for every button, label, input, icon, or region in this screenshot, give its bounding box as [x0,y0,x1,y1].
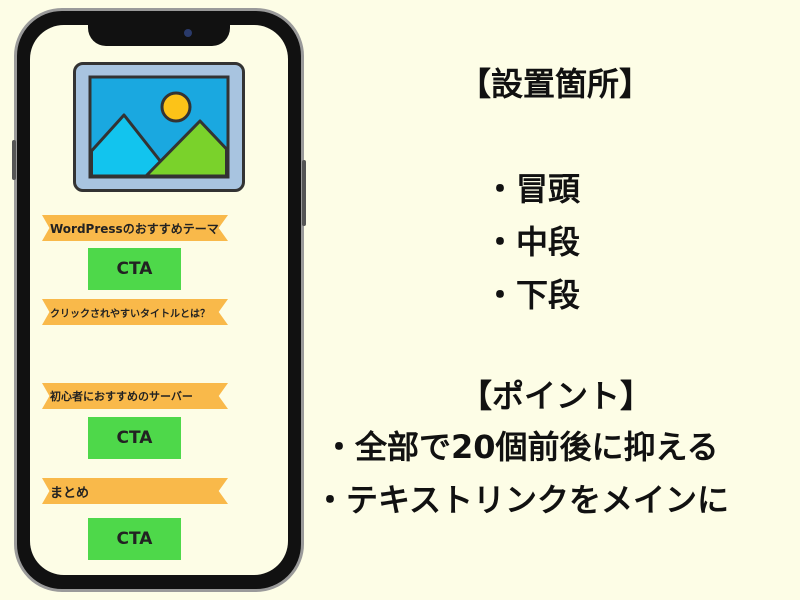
phone-side-button-right [302,160,306,226]
cta-label: CTA [116,428,153,448]
placement-heading: 【設置箇所】 [459,65,652,103]
points-item-limit: ・全部で20個前後に抑える [323,428,719,466]
image-placeholder-graphic [88,75,230,179]
placement-item-top: ・冒頭 [484,170,581,208]
section-heading-label: まとめ [50,485,90,501]
section-heading-label: 初心者におすすめのサーバー [50,390,193,403]
section-heading-servers: 初心者におすすめのサーバー [42,383,228,409]
image-placeholder-icon [73,62,245,192]
camera-icon [184,29,192,37]
points-item-text-links: ・テキストリンクをメインに [314,481,730,519]
phone-notch [88,20,230,46]
cta-button-middle[interactable]: CTA [88,417,181,459]
section-heading-summary: まとめ [42,478,228,504]
cta-label: CTA [116,529,153,549]
section-heading-label: WordPressのおすすめテーマ [50,221,219,236]
phone-side-button-left [12,140,16,180]
points-heading: 【ポイント】 [460,377,653,415]
placement-item-middle: ・中段 [484,223,581,261]
section-heading-titles: クリックされやすいタイトルとは？ [42,299,228,325]
cta-button-top[interactable]: CTA [88,248,181,290]
cta-label: CTA [116,259,153,279]
section-heading-themes: WordPressのおすすめテーマ [42,215,228,241]
placement-item-bottom: ・下段 [484,276,581,314]
section-heading-label: クリックされやすいタイトルとは？ [50,308,210,320]
cta-button-bottom[interactable]: CTA [88,518,181,560]
